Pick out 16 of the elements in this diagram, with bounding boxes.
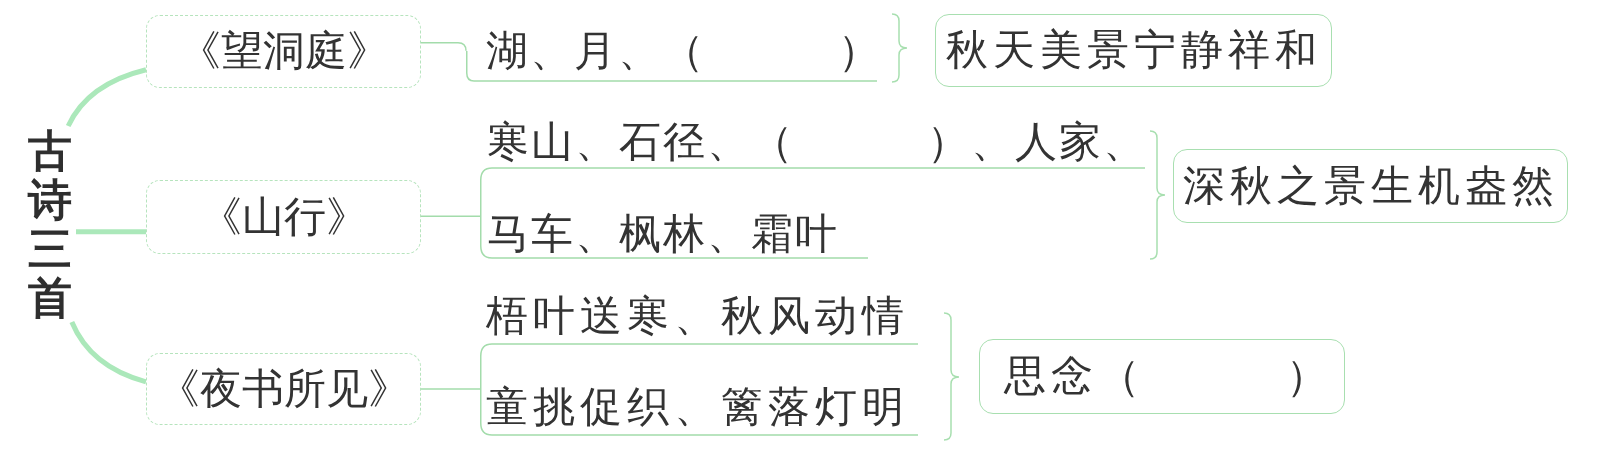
branch-curve (65, 67, 147, 128)
poem-title-box: 《望洞庭》 (146, 15, 421, 88)
topic-text: 古诗三首 (24, 126, 76, 322)
branch-curve (69, 320, 147, 385)
connector-line (420, 42, 467, 52)
connector-line (420, 215, 481, 217)
branch-text: 梧叶送寒、秋风动情童挑促织、篱落灯明 (486, 291, 909, 431)
poem-title-box: 《夜书所见》 (146, 353, 421, 425)
connector-line (420, 388, 481, 390)
summary-box: 思念（ ） (979, 339, 1345, 414)
poem-title-box: 《山行》 (146, 180, 421, 254)
summary-box: 深秋之景生机盎然 (1173, 149, 1568, 223)
branch-text: 寒山、石径、（ ）、人家、马车、枫林、霜叶 (487, 117, 1147, 258)
branch-text: 湖、月、（ ） (486, 26, 882, 75)
branch-curve (76, 229, 146, 235)
summary-box: 秋天美景宁静祥和 (935, 14, 1332, 87)
